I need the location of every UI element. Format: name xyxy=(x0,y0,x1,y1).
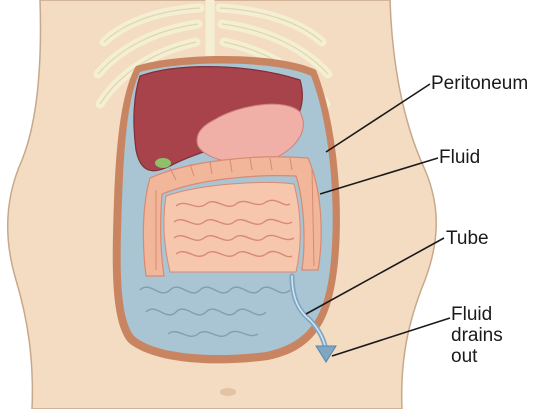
label-fluid-drains-out: Fluid drains out xyxy=(451,304,503,367)
label-drains-line-2: drains xyxy=(451,325,503,346)
navel xyxy=(220,388,236,396)
gallbladder xyxy=(155,158,171,168)
small-intestine xyxy=(164,183,300,273)
label-peritoneum: Peritoneum xyxy=(431,73,528,94)
label-drains-line-3: out xyxy=(451,346,503,367)
label-fluid: Fluid xyxy=(439,147,480,168)
label-tube: Tube xyxy=(446,228,489,249)
label-drains-line-1: Fluid xyxy=(451,304,503,325)
